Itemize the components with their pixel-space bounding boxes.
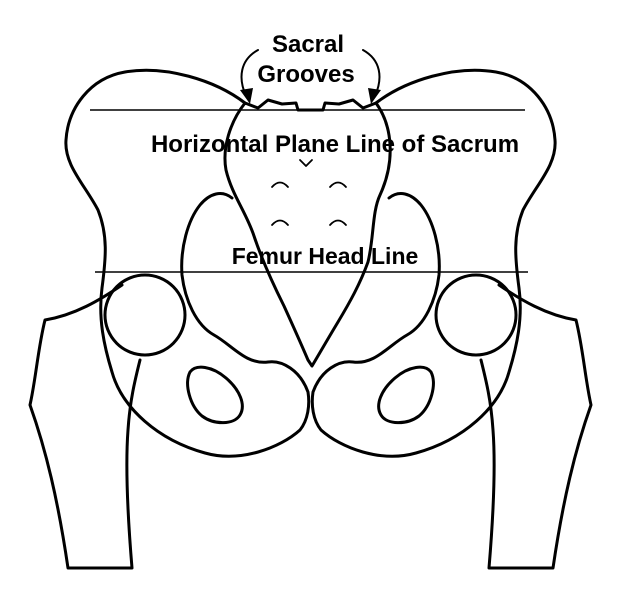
left-femoral-head xyxy=(103,273,187,357)
left-obturator-foramen xyxy=(186,365,244,425)
left-groove-arrowhead xyxy=(240,88,253,104)
right-femoral-head xyxy=(434,273,518,357)
right-femur xyxy=(479,283,593,570)
right-ilium xyxy=(310,68,557,458)
right-groove-arrowhead xyxy=(368,88,381,104)
sacrum xyxy=(223,98,392,368)
horizontal-plane-label: Horizontal Plane Line of Sacrum xyxy=(151,131,519,158)
right-obturator-foramen xyxy=(377,365,435,425)
sacral-grooves-label-line1: Sacral xyxy=(272,31,344,58)
sacral-foramen-mark xyxy=(299,159,313,167)
left-femur xyxy=(28,283,142,570)
sacral-foramen-mark xyxy=(329,181,347,188)
sacral-grooves-label-line2: Grooves xyxy=(257,61,354,88)
sacral-foramen-mark xyxy=(271,181,289,188)
left-ilium xyxy=(64,68,311,458)
femur-head-label: Femur Head Line xyxy=(232,243,419,269)
sacral-foramen-mark xyxy=(271,219,289,226)
sacral-foramen-mark xyxy=(329,219,347,226)
